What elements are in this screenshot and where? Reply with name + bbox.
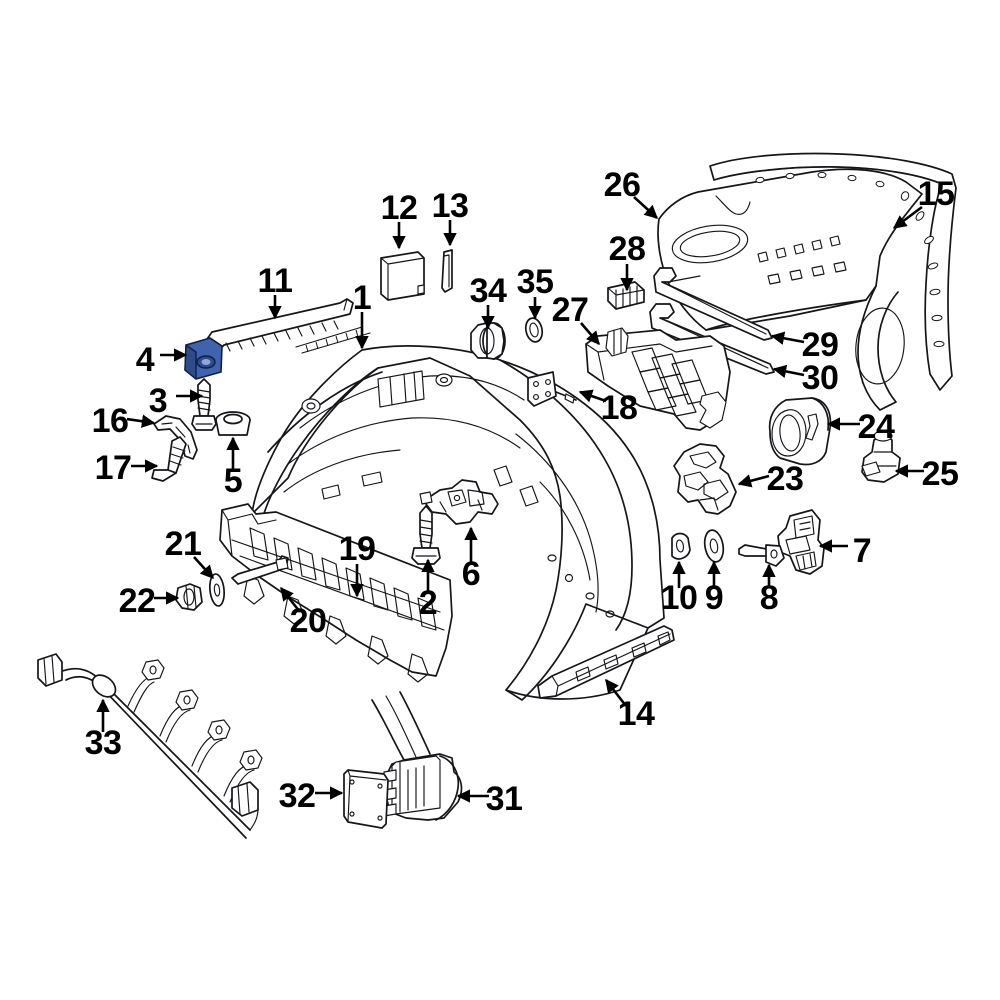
callout-number-9[interactable]: 9 bbox=[705, 579, 724, 617]
part-upper-valance-trim bbox=[709, 152, 957, 391]
part-upper-retaining-rail bbox=[653, 267, 773, 341]
callout-number-35[interactable]: 35 bbox=[517, 263, 554, 301]
callout-number-29[interactable]: 29 bbox=[802, 326, 839, 364]
callout-number-33[interactable]: 33 bbox=[85, 724, 122, 762]
callout-number-4[interactable]: 4 bbox=[136, 341, 156, 379]
part-exhaust-tip-trim bbox=[768, 397, 832, 466]
callout-number-28[interactable]: 28 bbox=[609, 230, 646, 268]
callout-number-21[interactable]: 21 bbox=[165, 525, 202, 563]
part-side-filler-strip bbox=[441, 249, 453, 293]
callout-number-16[interactable]: 16 bbox=[92, 402, 129, 440]
part-impact-absorber-bar bbox=[219, 503, 453, 683]
callout-number-18[interactable]: 18 bbox=[601, 389, 638, 427]
callout-leader-16 bbox=[126, 414, 156, 428]
part-sensor-retaining-ring bbox=[524, 317, 544, 343]
callout-number-27[interactable]: 27 bbox=[552, 291, 589, 329]
part-bracket-plate-and-pin bbox=[527, 371, 577, 407]
part-tapping-screw bbox=[151, 436, 187, 482]
callout-leader-18 bbox=[578, 389, 607, 403]
part-hex-flange-bolt bbox=[411, 505, 441, 565]
callout-leader-26 bbox=[633, 196, 658, 219]
part-sensor-bracket bbox=[861, 430, 901, 483]
callout-number-20[interactable]: 20 bbox=[290, 602, 327, 640]
callout-number-11[interactable]: 11 bbox=[258, 262, 293, 300]
part-rod-guide bbox=[231, 555, 289, 585]
callout-number-34[interactable]: 34 bbox=[470, 272, 508, 310]
callout-number-2[interactable]: 2 bbox=[419, 584, 438, 622]
part-connector-block bbox=[607, 281, 645, 310]
callout-number-13[interactable]: 13 bbox=[432, 187, 469, 225]
part-pin-stud bbox=[738, 544, 785, 567]
callout-leader-30 bbox=[772, 364, 805, 379]
part-center-support-carrier bbox=[585, 327, 731, 431]
part-washer-spacer bbox=[208, 573, 226, 607]
callout-number-10[interactable]: 10 bbox=[661, 579, 698, 617]
part-park-sensor-wiring-harness bbox=[37, 653, 263, 839]
callout-number-8[interactable]: 8 bbox=[760, 579, 779, 617]
callout-leader-20 bbox=[279, 586, 302, 613]
part-washer-large bbox=[703, 529, 725, 563]
callout-number-5[interactable]: 5 bbox=[224, 462, 243, 500]
callout-number-24[interactable]: 24 bbox=[858, 408, 896, 446]
callout-leader-29 bbox=[770, 331, 805, 345]
part-access-cover-plate bbox=[343, 769, 389, 829]
callout-number-7[interactable]: 7 bbox=[853, 532, 872, 570]
callout-leaders bbox=[96, 196, 924, 803]
callout-leader-21 bbox=[193, 556, 214, 580]
callout-number-31[interactable]: 31 bbox=[486, 780, 523, 818]
callout-number-32[interactable]: 32 bbox=[279, 777, 316, 815]
part-wheel-arch-filler bbox=[153, 415, 198, 460]
callout-number-1[interactable]: 1 bbox=[353, 279, 372, 317]
part-rear-bumper-cover bbox=[251, 326, 665, 701]
callout-leader-14 bbox=[604, 678, 628, 707]
part-retainer-clip-highlighted[interactable] bbox=[184, 337, 223, 380]
callout-number-17[interactable]: 17 bbox=[95, 449, 132, 487]
callout-number-12[interactable]: 12 bbox=[381, 189, 418, 227]
callout-leader-15 bbox=[892, 205, 923, 230]
part-grommet-nut bbox=[215, 411, 251, 436]
part-washer-small bbox=[671, 532, 691, 560]
part-side-mount-bracket bbox=[777, 509, 825, 575]
callout-leader-23 bbox=[737, 474, 770, 488]
callout-number-22[interactable]: 22 bbox=[119, 582, 156, 620]
part-flange-screw bbox=[191, 378, 217, 431]
callout-number-19[interactable]: 19 bbox=[339, 530, 376, 568]
part-guide-bracket bbox=[419, 479, 499, 525]
callout-number-14[interactable]: 14 bbox=[618, 695, 656, 733]
callout-number-3[interactable]: 3 bbox=[149, 382, 168, 420]
part-lower-chrome-molding bbox=[537, 625, 675, 699]
part-cap-nut bbox=[175, 583, 203, 611]
callout-leader-27 bbox=[580, 322, 600, 346]
part-park-sensor bbox=[470, 322, 506, 360]
part-tow-eye-cover bbox=[380, 251, 425, 301]
callout-number-25[interactable]: 25 bbox=[922, 455, 959, 493]
callout-number-26[interactable]: 26 bbox=[604, 166, 641, 204]
part-energy-absorber-bracket bbox=[673, 443, 737, 515]
callout-number-15[interactable]: 15 bbox=[918, 175, 955, 213]
callout-number-6[interactable]: 6 bbox=[462, 555, 481, 593]
callout-number-30[interactable]: 30 bbox=[802, 359, 839, 397]
callout-number-23[interactable]: 23 bbox=[767, 460, 804, 498]
